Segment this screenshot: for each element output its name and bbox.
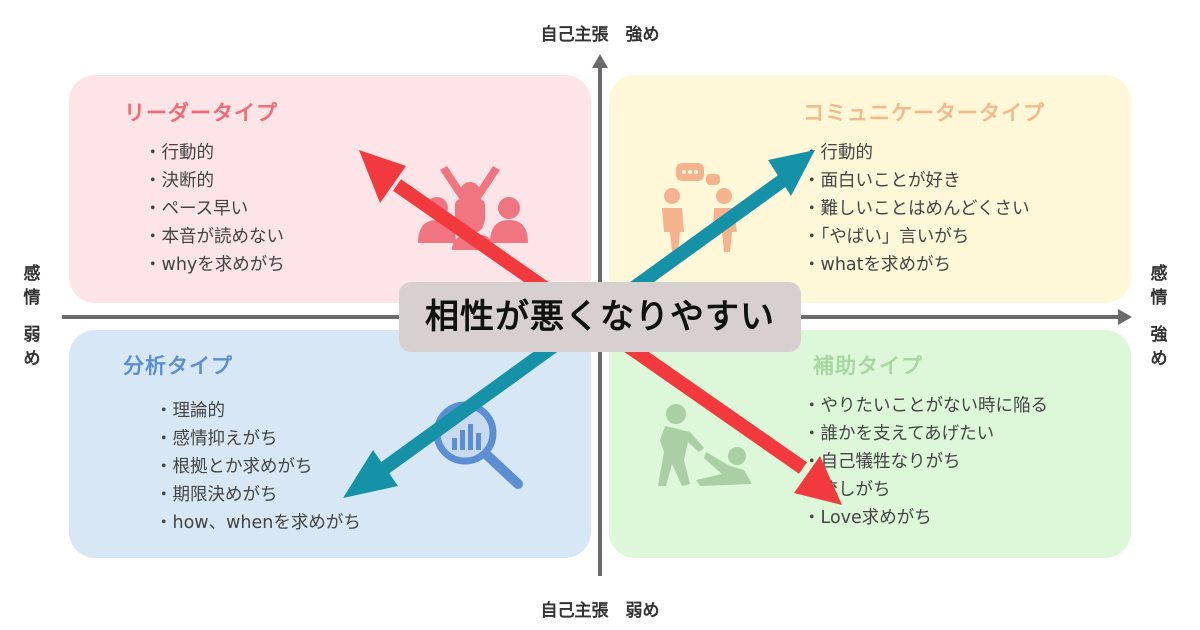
- list-item: whatを求めがち: [803, 251, 1029, 279]
- vertical-axis-arrowhead: [592, 54, 608, 68]
- quadrant-communicator: コミュニケータータイプ 行動的 面白いことが好き 難しいことはめんどくさい 「や…: [609, 75, 1131, 303]
- axis-label-left-emotion: 感情: [23, 264, 41, 308]
- axis-label-bottom: 自己主張 弱め: [540, 601, 660, 621]
- list-item: how、whenを求めがち: [155, 509, 361, 537]
- quadrant-title-supporter: 補助タイプ: [813, 354, 923, 378]
- list-item: 行動的: [144, 139, 285, 167]
- arrowhead-teal-communicator: [768, 150, 815, 196]
- helping-person-icon: [658, 404, 752, 486]
- list-item: ペース早い: [144, 195, 285, 223]
- list-item: 理論的: [155, 397, 361, 425]
- quadrant-title-leader: リーダータイプ: [124, 101, 278, 125]
- list-item: 行動的: [803, 139, 1029, 167]
- list-item: 根拠とか求めがち: [155, 453, 361, 481]
- arrowhead-teal-analyst: [343, 450, 398, 498]
- list-item: 本音が読めない: [144, 223, 285, 251]
- list-item: 面白いことが好き: [803, 167, 1029, 195]
- list-item: 誰かを支えてあげたい: [803, 420, 1048, 448]
- list-item: 難しいことはめんどくさい: [803, 195, 1030, 223]
- list-item: やりたいことがない時に陥る: [803, 392, 1049, 420]
- axis-label-right-strong: 強め: [1150, 325, 1168, 369]
- list-item: Love求めがち: [803, 504, 1048, 532]
- axis-label-left-weak: 弱め: [23, 325, 41, 369]
- quadrant-title-communicator: コミュニケータータイプ: [803, 101, 1045, 125]
- trait-list-analyst: 理論的 感情抑えがち 根拠とか求めがち 期限決めがち how、whenを求めがち: [155, 397, 361, 537]
- group-cheering-icon: [418, 166, 528, 250]
- list-item: 決断的: [144, 167, 285, 195]
- axis-label-right-emotion: 感情: [1150, 264, 1168, 308]
- list-item: 「やばい」言いがち: [803, 223, 1029, 251]
- list-item: 自己犠牲なりがち: [803, 448, 1048, 476]
- trait-list-communicator: 行動的 面白いことが好き 難しいことはめんどくさい 「やばい」言いがち what…: [803, 139, 1030, 279]
- center-label: 相性が悪くなりやすい: [399, 282, 801, 352]
- list-item: 流しがち: [803, 476, 1048, 504]
- list-item: 感情抑えがち: [155, 425, 361, 453]
- quadrant-leader: リーダータイプ 行動的 決断的 ペース早い 本音が読めない whyを求めがち: [69, 75, 591, 303]
- axis-label-top: 自己主張 強め: [540, 25, 660, 45]
- quadrant-analyst: 分析タイプ 理論的 感情抑えがち 根拠とか求めがち 期限決めがち how、whe…: [69, 330, 591, 558]
- quadrant-title-analyst: 分析タイプ: [123, 354, 233, 378]
- arrowhead-red-supporter: [794, 456, 842, 505]
- trait-list-supporter: やりたいことがない時に陥る 誰かを支えてあげたい 自己犠牲なりがち 流しがち L…: [803, 392, 1049, 532]
- trait-list-leader: 行動的 決断的 ペース早い 本音が読めない whyを求めがち: [144, 139, 285, 279]
- arrowhead-red-leader: [359, 150, 406, 203]
- list-item: 期限決めがち: [155, 481, 361, 509]
- list-item: whyを求めがち: [144, 251, 285, 279]
- horizontal-axis-arrowhead: [1118, 309, 1132, 325]
